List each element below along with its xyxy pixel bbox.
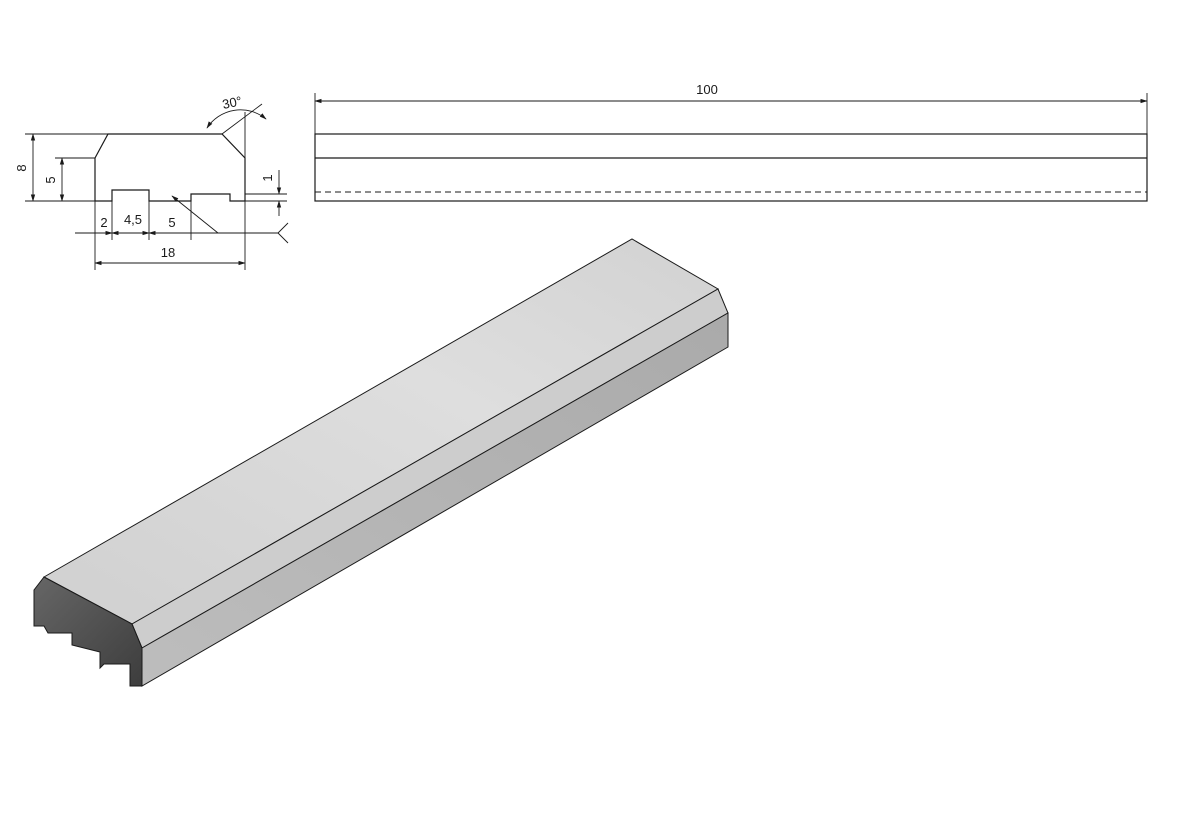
isometric-view [33,238,729,687]
dim-height-total: 8 [14,164,29,171]
dim-slot-width: 4,5 [124,212,142,227]
dim-total-width: 18 [161,245,175,260]
dim-length: 100 [696,82,718,97]
iso-end-face [33,576,143,687]
side-view: 100 [314,82,1148,202]
iso-top-face [42,238,720,625]
dim-height-inner: 5 [43,176,58,183]
dim-slot-offset: 2 [100,215,107,230]
dim-chamfer-angle: 30° [221,93,243,112]
iso-chamfer-face [131,288,729,649]
section-view: 8 5 2 4,5 5 18 1 30° [14,93,289,270]
dim-land-width: 5 [168,215,175,230]
dim-lip-depth: 1 [260,174,275,181]
section-profile [94,133,246,202]
